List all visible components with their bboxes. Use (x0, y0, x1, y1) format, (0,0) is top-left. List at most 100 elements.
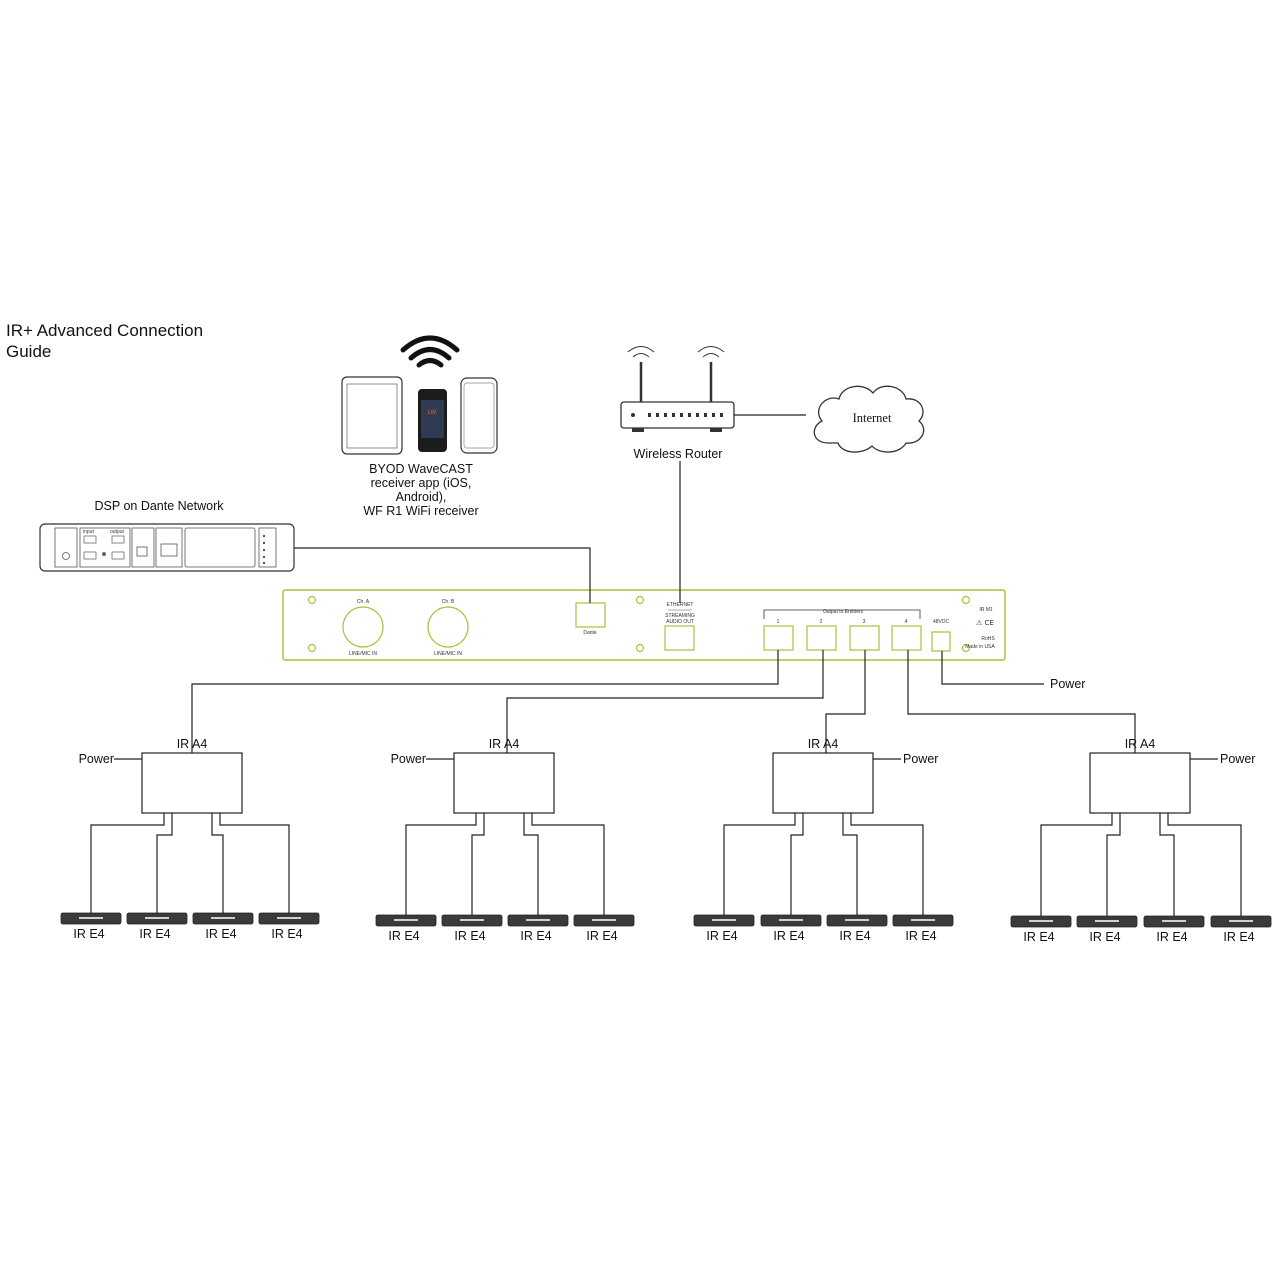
rohs-label: RoHS (981, 636, 995, 642)
dsp-input-label: input (83, 529, 94, 535)
ir-e4-label: IR E4 (520, 929, 551, 943)
ir-e4-label: IR E4 (139, 927, 170, 941)
emitter-cable (219, 813, 290, 914)
smartphone-icon (460, 377, 498, 454)
emitter-lens (712, 919, 736, 921)
streaming-label: STREAMING (665, 613, 695, 619)
port-number-2: 2 (820, 619, 823, 625)
ir-a4-box (1089, 752, 1191, 814)
emitter-cable (1106, 813, 1121, 917)
ir-e4-label: IR E4 (73, 927, 104, 941)
port-number-1: 1 (777, 619, 780, 625)
ir-e4-label: IR E4 (1156, 930, 1187, 944)
ir-e4-label: IR E4 (1023, 930, 1054, 944)
ir-e4-label: IR E4 (1223, 930, 1254, 944)
emitter-cable (1159, 813, 1175, 917)
emitter-cable (1167, 813, 1242, 917)
wifi-signal-icon (400, 335, 460, 368)
port-1-to-amp-1-wire (191, 650, 779, 753)
dsp-output-label: output (110, 529, 125, 535)
dante-port-label: Dante (583, 630, 597, 636)
irm1-power-wire (941, 651, 1044, 685)
ir-a4-box (772, 752, 874, 814)
byod-label-line-2: receiver app (iOS, (371, 476, 472, 490)
ir-a4-label: IR A4 (1125, 737, 1156, 751)
emitter-cable (531, 813, 605, 916)
wf-r1-receiver-icon: LW (418, 389, 447, 452)
emitter-lens (211, 917, 235, 919)
emitter-port-4 (891, 625, 922, 651)
irm1-power-label: Power (1050, 677, 1085, 691)
tablet-icon (341, 376, 403, 455)
amp-power-label: Power (903, 752, 938, 766)
diagram-title-line-2: Guide (6, 342, 51, 361)
emitter-lens (1095, 920, 1119, 922)
emitter-lens (460, 919, 484, 921)
emitter-lens (79, 917, 103, 919)
dc-input-label: 48VDC (933, 619, 950, 625)
ir-a4-label: IR A4 (489, 737, 520, 751)
emitter-lens (277, 917, 301, 919)
emitter-lens (845, 919, 869, 921)
ir-a4-box (453, 752, 555, 814)
amp-power-label: Power (391, 752, 426, 766)
dsp-to-dante-wire (294, 547, 591, 603)
amp-power-label: Power (1220, 752, 1255, 766)
ir-e4-label: IR E4 (454, 929, 485, 943)
port-number-3: 3 (863, 619, 866, 625)
ir-a4-box (141, 752, 243, 814)
ir-e4-label: IR E4 (586, 929, 617, 943)
byod-label-line-4: WF R1 WiFi receiver (363, 504, 478, 518)
emitter-cable (842, 813, 858, 916)
byod-label-line-3: Android), (396, 490, 447, 504)
amplifier-groups: IR A4 Power IR E4 IR E4 IR E4 IR E4 IR A4 Power… (60, 737, 1272, 944)
ir-e4-label: IR E4 (839, 929, 870, 943)
emitter-cable (790, 813, 804, 916)
emitter-lens (911, 919, 935, 921)
output-to-emitters-label: Output to Emitters (823, 609, 864, 615)
ch-a-label: Ch. A (357, 599, 370, 605)
emitter-cable (723, 813, 796, 916)
diagram-title-line-1: IR+ Advanced Connection (6, 321, 203, 340)
emitter-lens (592, 919, 616, 921)
dsp-device: input output (39, 523, 295, 572)
internet-cloud-icon (813, 385, 925, 453)
amp-power-label: Power (79, 752, 114, 766)
port-4-to-amp-4-wire (907, 650, 1136, 753)
port-2-to-amp-2-wire (506, 650, 824, 753)
ir-a4-label: IR A4 (177, 737, 208, 751)
emitter-cable (471, 813, 485, 916)
ethernet-port-label: ETHERNET (667, 602, 694, 608)
ir-e4-label: IR E4 (205, 927, 236, 941)
internet-label: Internet (853, 411, 892, 425)
audio-out-label: AUDIO OUT (666, 619, 694, 625)
ir-e4-label: IR E4 (905, 929, 936, 943)
ir-m1-panel: Ch. A Ch. B LINE/MIC IN LINE/MIC IN Dant… (282, 589, 1006, 661)
emitter-lens (1229, 920, 1253, 922)
emitter-cable (90, 813, 165, 914)
emitter-lens (394, 919, 418, 921)
router-icon (620, 346, 735, 432)
dsp-label: DSP on Dante Network (95, 499, 225, 513)
emitter-lens (779, 919, 803, 921)
emitter-cable (850, 813, 924, 916)
emitter-lens (1029, 920, 1053, 922)
certification-marks-icon: ⚠ CE (976, 619, 994, 627)
ir-e4-label: IR E4 (706, 929, 737, 943)
emitter-lens (145, 917, 169, 919)
ir-a4-label: IR A4 (808, 737, 839, 751)
ch-b-label: Ch. B (442, 599, 455, 605)
line-mic-in-a-label: LINE/MIC IN (349, 651, 377, 657)
line-mic-in-b-label: LINE/MIC IN (434, 651, 462, 657)
emitter-cable (1040, 813, 1113, 917)
router-label: Wireless Router (634, 447, 723, 461)
emitter-cable (211, 813, 224, 914)
receiver-logo: LW (428, 410, 437, 416)
byod-label-line-1: BYOD WaveCAST (369, 462, 473, 476)
port-number-4: 4 (905, 619, 908, 625)
emitter-port-2 (806, 625, 837, 651)
